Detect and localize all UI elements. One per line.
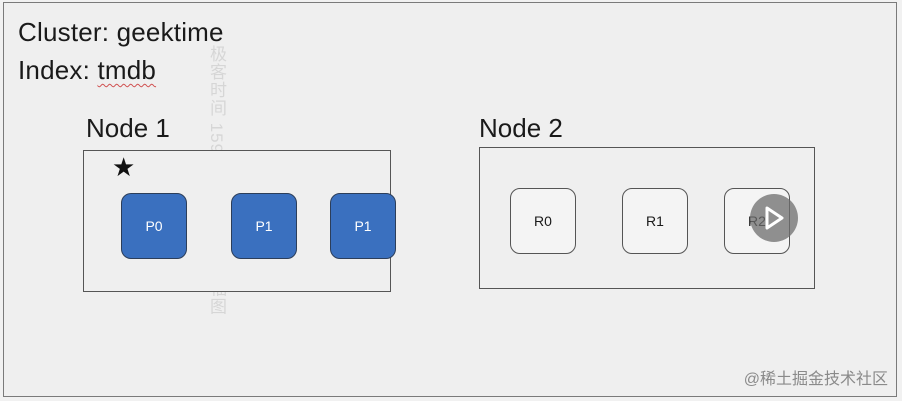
shard-p0: P0 — [121, 193, 187, 259]
shard-p1: P1 — [330, 193, 396, 259]
index-name: Index: tmdb — [18, 55, 156, 86]
index-prefix: Index: — [18, 55, 98, 85]
play-button[interactable] — [750, 194, 798, 242]
play-icon — [765, 206, 784, 230]
shard-r1: R1 — [622, 188, 688, 254]
shard-label: P0 — [145, 218, 163, 234]
shard-label: P1 — [255, 218, 273, 234]
node-2-label: Node 2 — [479, 113, 563, 143]
index-value: tmdb — [97, 55, 157, 85]
node-1-label: Node 1 — [86, 113, 170, 143]
star-icon: ★ — [112, 152, 136, 182]
footer-watermark: @稀土掘金技术社区 — [743, 371, 888, 388]
shard-label: R0 — [534, 213, 552, 229]
cluster-name: Cluster: geektime — [18, 17, 224, 47]
shard-label: R1 — [646, 213, 664, 229]
shard-r0: R0 — [510, 188, 576, 254]
shard-label: P1 — [354, 218, 372, 234]
shard-p1: P1 — [231, 193, 297, 259]
